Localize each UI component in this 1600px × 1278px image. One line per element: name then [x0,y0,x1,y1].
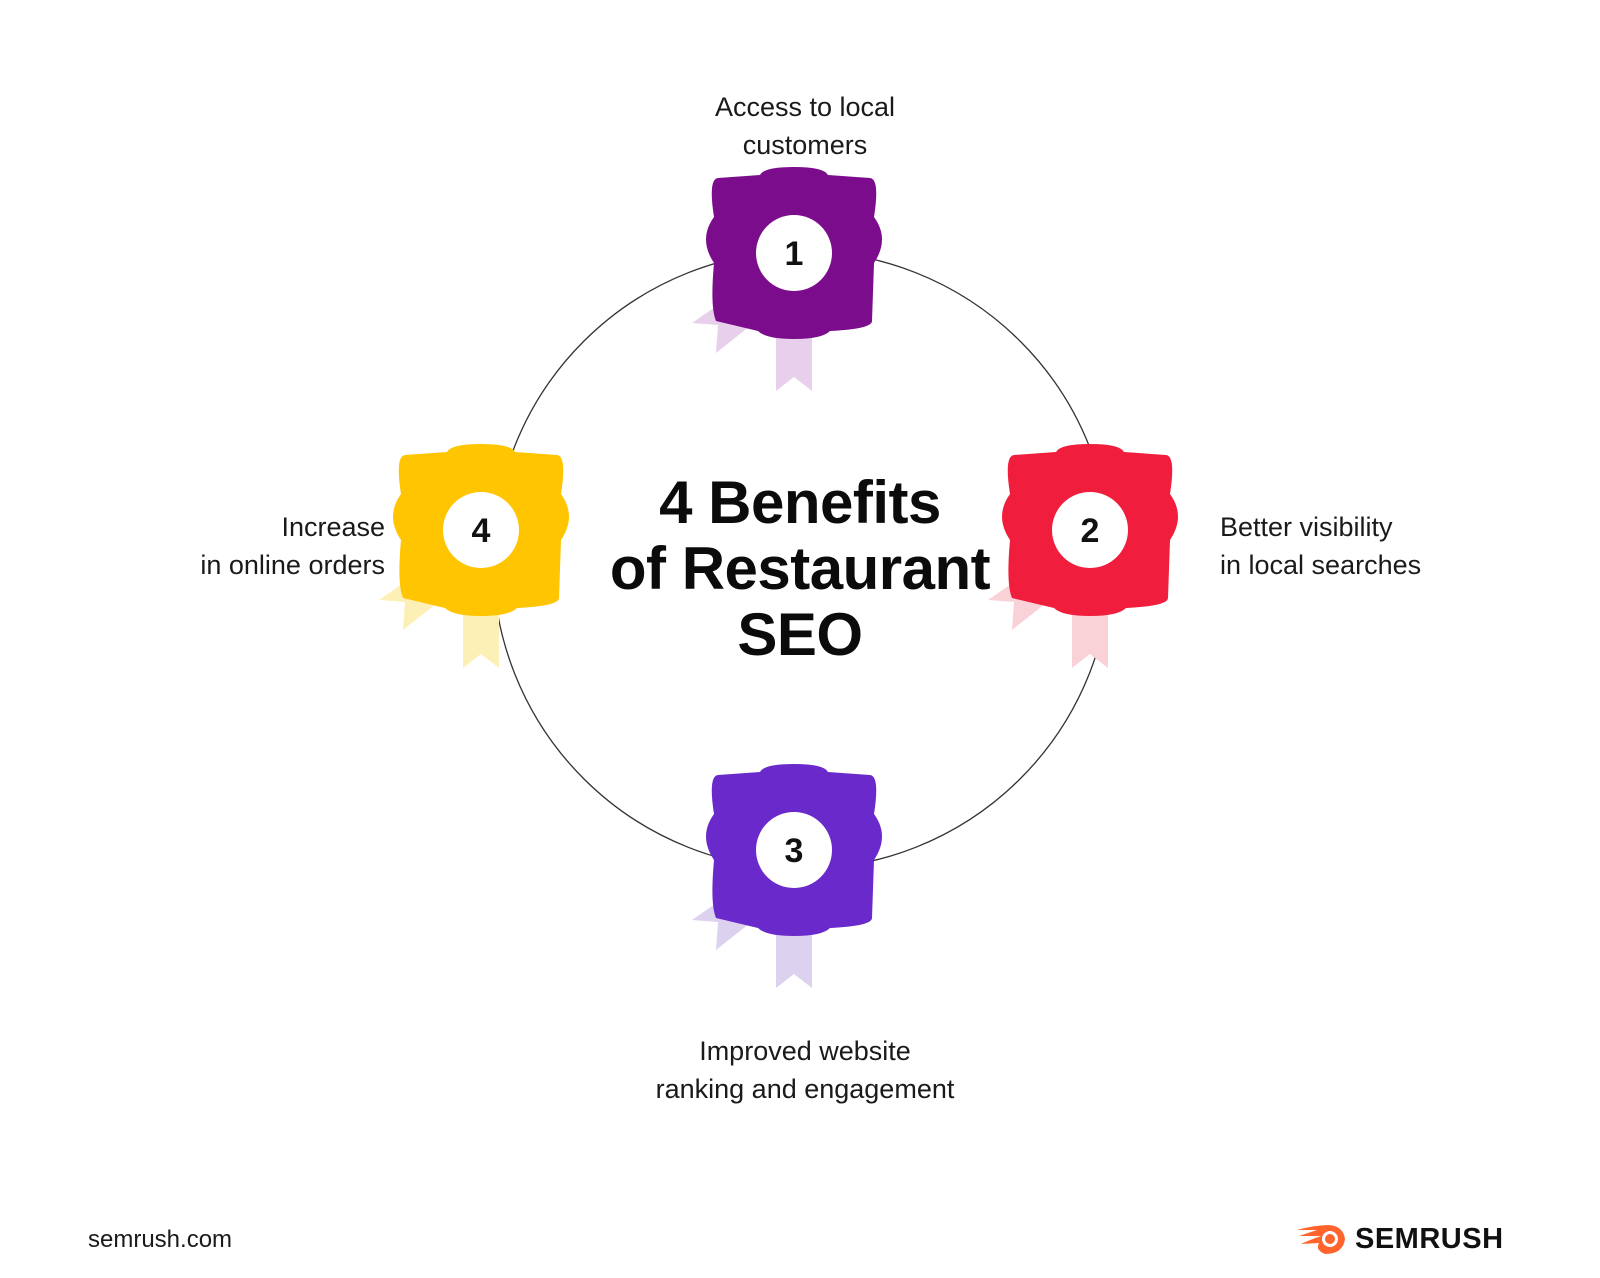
badge-2-center [1052,492,1128,568]
brand-name: SEMRUSH [1355,1222,1504,1255]
benefit-label-3: Improved website ranking and engagement [560,1032,1050,1108]
benefit-3-line1: Improved website [699,1036,911,1066]
badge-1-number: 1 [785,235,804,273]
badge-1: 1 [692,167,882,391]
benefit-4-line2: in online orders [200,550,385,580]
page-title: 4 Benefits of Restaurant SEO [590,470,1010,668]
benefit-label-4: Increase in online orders [40,508,385,584]
badge-4: 4 [379,444,569,668]
benefit-3-line2: ranking and engagement [655,1074,955,1104]
benefit-2-line1: Better visibility [1220,512,1393,542]
badge-1-center [756,215,832,291]
benefit-label-1: Access to local customers [600,88,1010,164]
benefit-1-line1: Access to local [714,92,896,122]
title-line-3: SEO [737,601,863,668]
benefit-4-line1: Increase [281,512,385,542]
badge-2: 2 [988,444,1178,668]
badges: 1 2 3 4 [379,167,1178,988]
benefit-1-line2: customers [742,130,868,160]
badge-2-number: 2 [1081,512,1100,550]
brand-logo: SEMRUSH [1295,1222,1504,1256]
title-line-1: 4 Benefits [659,469,941,536]
badge-3: 3 [692,764,882,988]
footer-url: semrush.com [88,1226,233,1253]
badge-3-number: 3 [785,832,804,870]
semrush-fire-icon [1297,1225,1345,1254]
badge-4-center [443,492,519,568]
badge-3-center [756,812,832,888]
benefit-label-2: Better visibility in local searches [1220,508,1580,584]
title-line-2: of Restaurant [609,535,991,602]
benefit-2-line2: in local searches [1220,550,1422,580]
badge-4-number: 4 [472,512,491,550]
